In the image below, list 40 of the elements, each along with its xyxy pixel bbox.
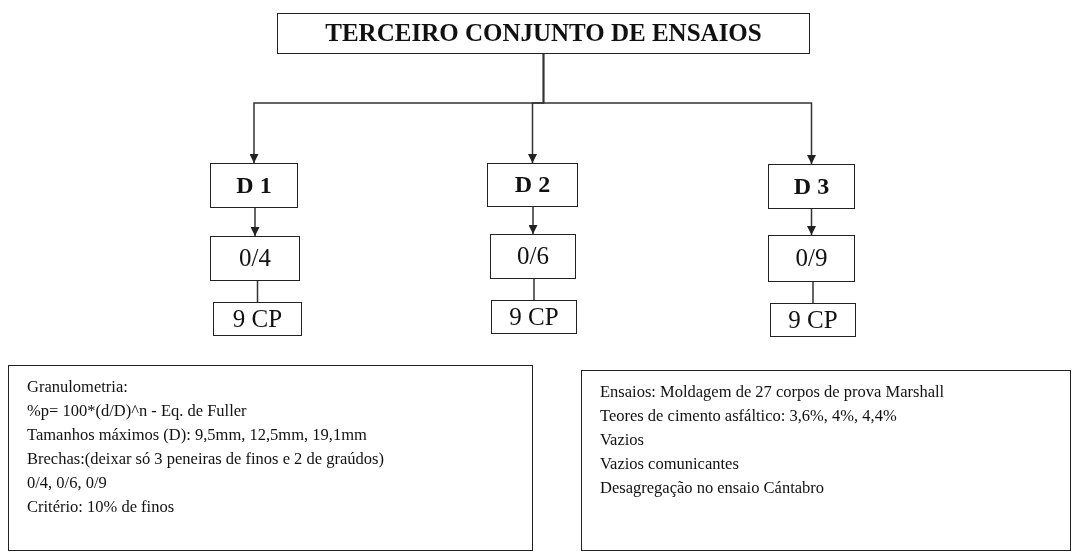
box-label: TERCEIRO CONJUNTO DE ENSAIOS [325, 19, 762, 48]
process-box [768, 164, 855, 209]
note-line: Brechas:(deixar só 3 peneiras de finos e 2 de graúdos) [27, 449, 384, 469]
connector-line [256, 280, 259, 303]
box-label: 9 CP [788, 305, 838, 335]
arrow [542, 53, 816, 165]
notes-box [8, 365, 533, 551]
process-box [487, 163, 578, 207]
note-line: Critério: 10% de finos [27, 497, 175, 517]
process-box [210, 236, 300, 281]
process-box [768, 235, 855, 282]
connector-line [533, 278, 535, 301]
box-label: D 1 [236, 171, 272, 200]
arrow [528, 206, 538, 235]
note-line: Tamanhos máximos (D): 9,5mm, 12,5mm, 19,1mm [27, 425, 367, 445]
note-line: Granulometria: [27, 378, 128, 397]
process-box [210, 163, 298, 208]
note-line: Desagregação no ensaio Cántabro [600, 478, 825, 498]
process-box [277, 13, 810, 54]
arrow [807, 208, 816, 236]
note-line: Vazios [600, 430, 644, 450]
box-label: 0/6 [517, 242, 549, 271]
connector-line [812, 281, 814, 304]
box-label: D 2 [514, 171, 551, 199]
box-label: 9 CP [232, 304, 283, 334]
note-line: Vazios comunicantes [600, 454, 739, 474]
note-line: Ensaios: Moldagem de 27 corpos de prova Marshall [600, 383, 945, 402]
notes-box [581, 370, 1071, 551]
note-line: %p= 100*(d/D)^n - Eq. de Fuller [27, 401, 247, 421]
note-line: 0/4, 0/6, 0/9 [27, 473, 107, 493]
process-box [213, 302, 302, 336]
arrow [250, 207, 260, 237]
box-label: 9 CP [509, 302, 559, 332]
box-label: 0/4 [239, 244, 271, 273]
process-box [770, 303, 856, 337]
note-line: Teores de cimento asfáltico: 3,6%, 4%, 4,4% [600, 406, 897, 426]
box-label: D 3 [793, 172, 830, 201]
process-box [491, 300, 577, 334]
box-label: 0/9 [795, 244, 828, 273]
process-box [490, 234, 576, 279]
